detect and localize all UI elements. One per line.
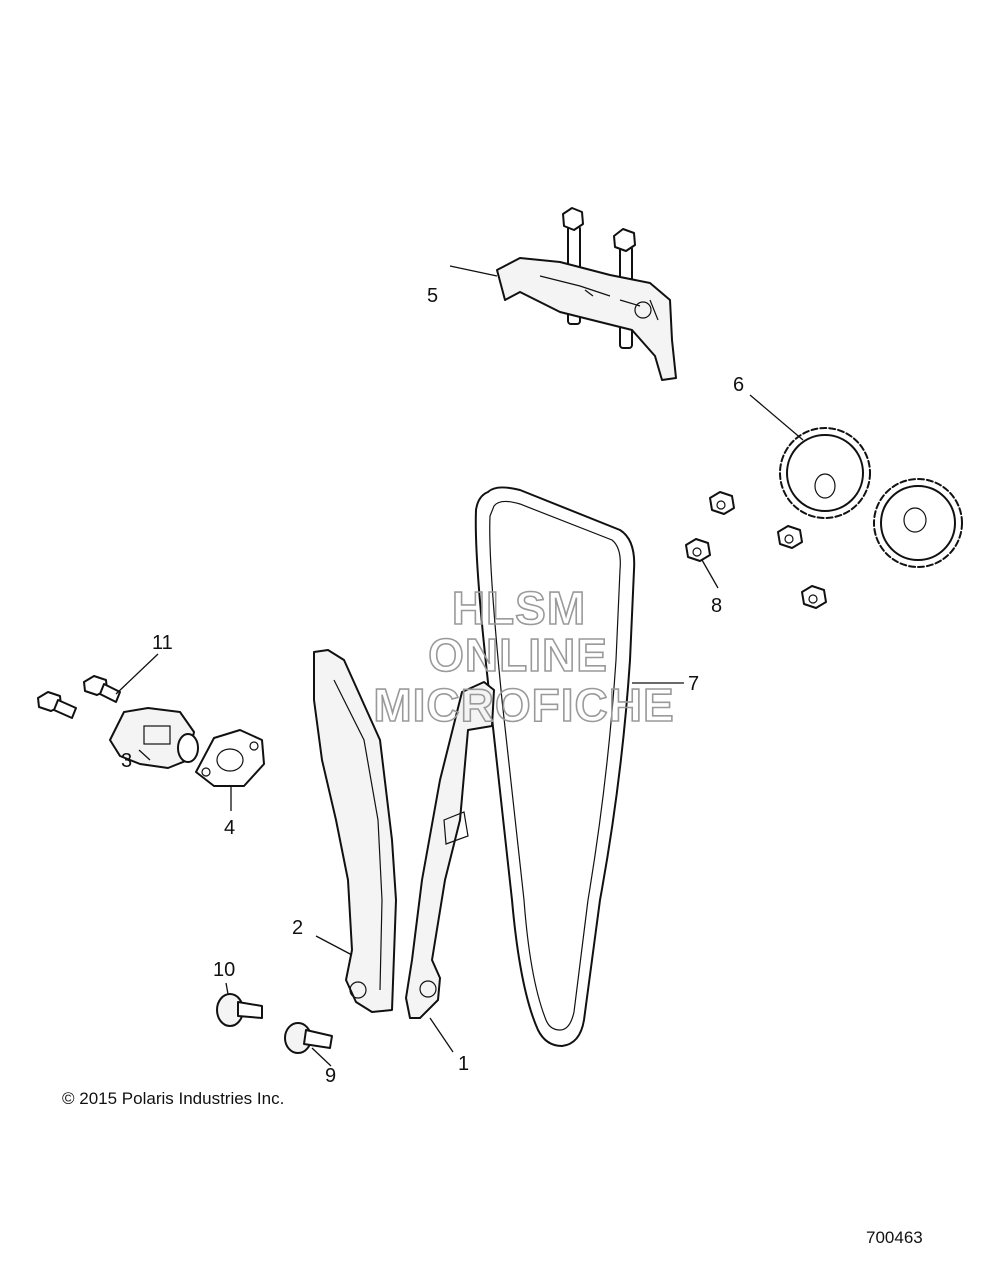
sprocket-bolt-3	[777, 525, 803, 549]
watermark-line-2: ONLINE	[428, 629, 608, 681]
callout-2: 2	[292, 917, 303, 939]
pivot-bolt-10	[216, 993, 263, 1027]
callout-5: 5	[427, 285, 438, 307]
sprocket-bolt-2	[685, 538, 711, 562]
copyright-notice: © 2015 Polaris Industries Inc.	[62, 1089, 285, 1108]
sprocket-bolt-4	[801, 585, 827, 609]
chain-guide	[405, 681, 495, 1019]
leader-lines	[115, 265, 804, 1067]
watermark-line-1: HLSM	[452, 582, 586, 634]
callout-9: 9	[325, 1065, 336, 1087]
callout-6: 6	[733, 374, 744, 396]
chain-tensioner	[109, 707, 199, 769]
callout-3: 3	[121, 750, 132, 772]
callout-7: 7	[688, 673, 699, 695]
callout-11: 11	[152, 632, 173, 654]
tensioner-bolt-2	[83, 675, 121, 703]
watermark-line-3: MICROFICHE	[373, 679, 674, 731]
tensioner-gasket	[195, 729, 265, 787]
tensioner-bolt-1	[37, 691, 77, 719]
cam-sprocket-rear	[873, 478, 963, 568]
callout-1: 1	[458, 1053, 469, 1075]
sprocket-bolt-1	[709, 491, 735, 515]
figure-number: 700463	[866, 1228, 923, 1247]
cam-sprocket-front	[779, 427, 871, 519]
upper-chain-guide	[496, 257, 677, 381]
callout-10: 10	[213, 959, 235, 981]
tensioner-blade	[313, 649, 397, 1013]
callout-8: 8	[711, 595, 722, 617]
callout-4: 4	[224, 817, 235, 839]
pivot-bolt-9	[284, 1022, 333, 1054]
timing-chain	[474, 486, 636, 1047]
